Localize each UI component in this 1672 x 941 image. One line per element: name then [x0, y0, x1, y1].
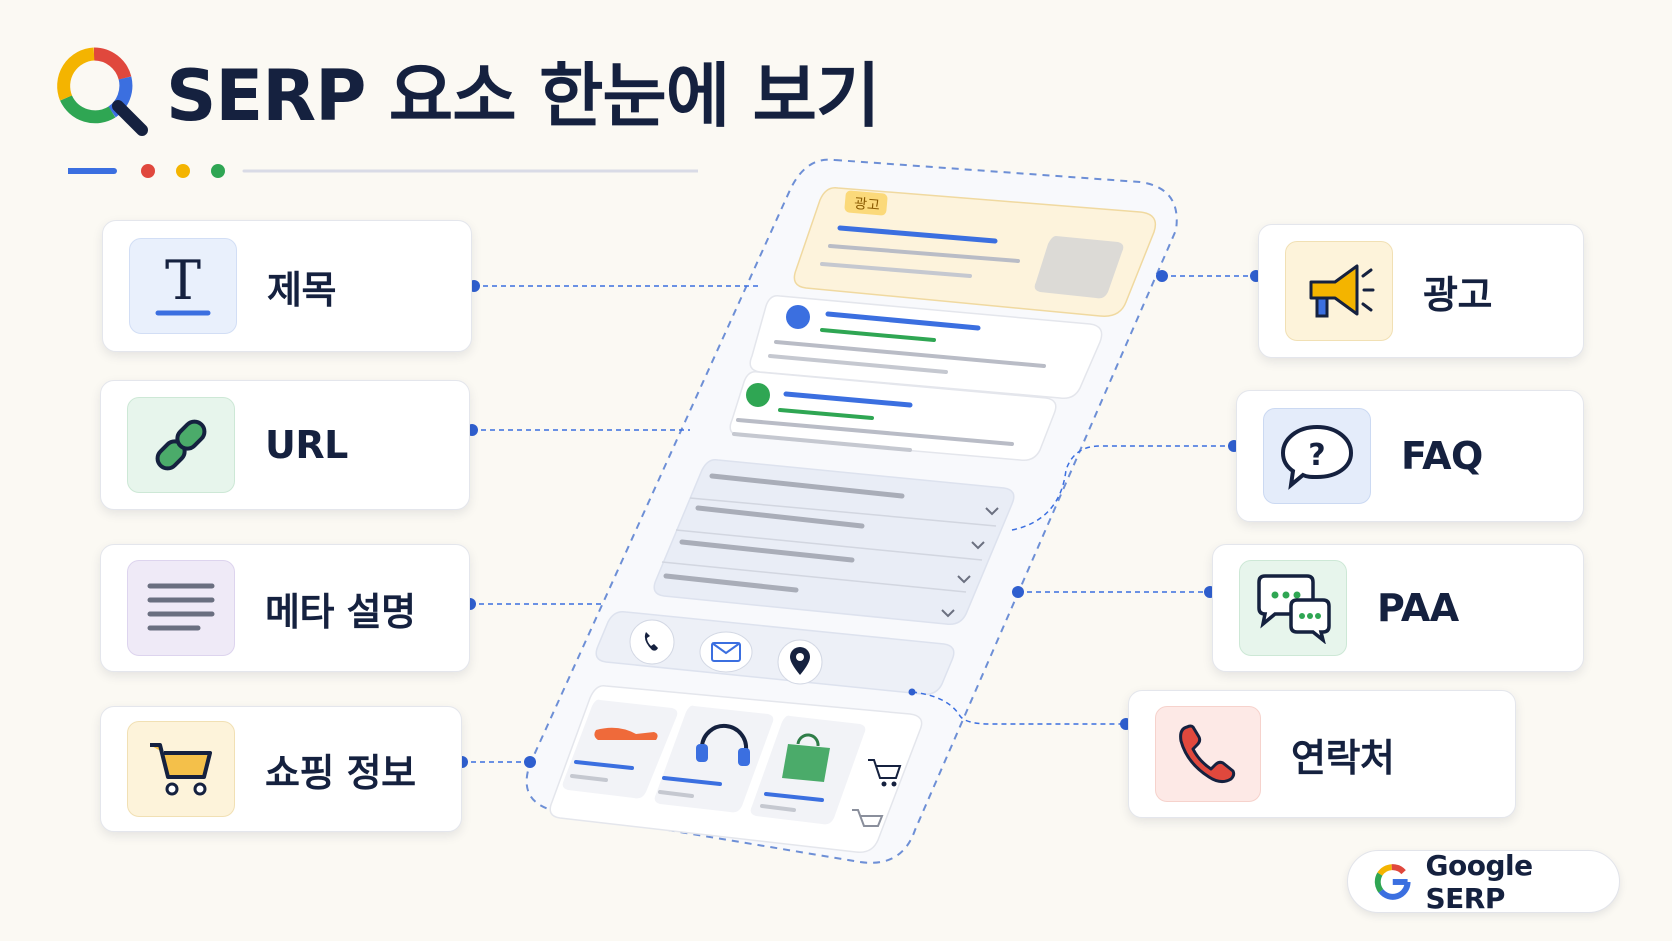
card-faq: ? FAQ: [1236, 390, 1584, 522]
svg-text:?: ?: [1308, 438, 1325, 473]
question-bubble-icon: ?: [1263, 408, 1371, 504]
card-ad: 광고: [1258, 224, 1584, 358]
phone-mockup: 광고: [525, 158, 1178, 864]
text-lines-icon: [127, 560, 235, 656]
megaphone-icon: [1285, 241, 1393, 341]
title-T-icon: T: [129, 238, 237, 334]
connectors: [462, 275, 1256, 763]
card-label-contact: 연락처: [1291, 735, 1395, 780]
card-contact: 연락처: [1128, 690, 1516, 818]
card-label-ad: 광고: [1423, 272, 1492, 317]
ad-badge-text: 광고: [853, 196, 880, 214]
search-logo-icon: [57, 47, 148, 136]
card-label-shopping: 쇼핑 정보: [265, 750, 416, 795]
card-url: URL: [100, 380, 470, 510]
card-label-title: 제목: [267, 267, 336, 312]
badge-label: Google SERP: [1425, 848, 1534, 915]
google-serp-badge: Google SERP: [1347, 848, 1620, 915]
card-label-paa: PAA: [1377, 586, 1459, 630]
card-title: T 제목: [102, 220, 472, 352]
header: SERP 요소 한눈에 보기: [52, 40, 880, 140]
card-label-faq: FAQ: [1401, 434, 1483, 478]
shopping-products: [562, 699, 902, 827]
card-label-url: URL: [265, 423, 348, 467]
phone-icon: [1155, 706, 1261, 802]
google-g-icon: [1374, 863, 1411, 900]
chat-bubbles-icon: [1239, 560, 1347, 656]
link-icon: [127, 397, 235, 493]
page-title: SERP 요소 한눈에 보기: [166, 54, 880, 137]
svg-text:T: T: [165, 251, 201, 312]
card-meta: 메타 설명: [100, 544, 470, 672]
card-paa: PAA: [1212, 544, 1584, 672]
title-divider: [68, 164, 698, 178]
card-shopping: 쇼핑 정보: [100, 706, 462, 832]
card-label-meta: 메타 설명: [265, 589, 416, 634]
cart-icon: [127, 721, 235, 817]
